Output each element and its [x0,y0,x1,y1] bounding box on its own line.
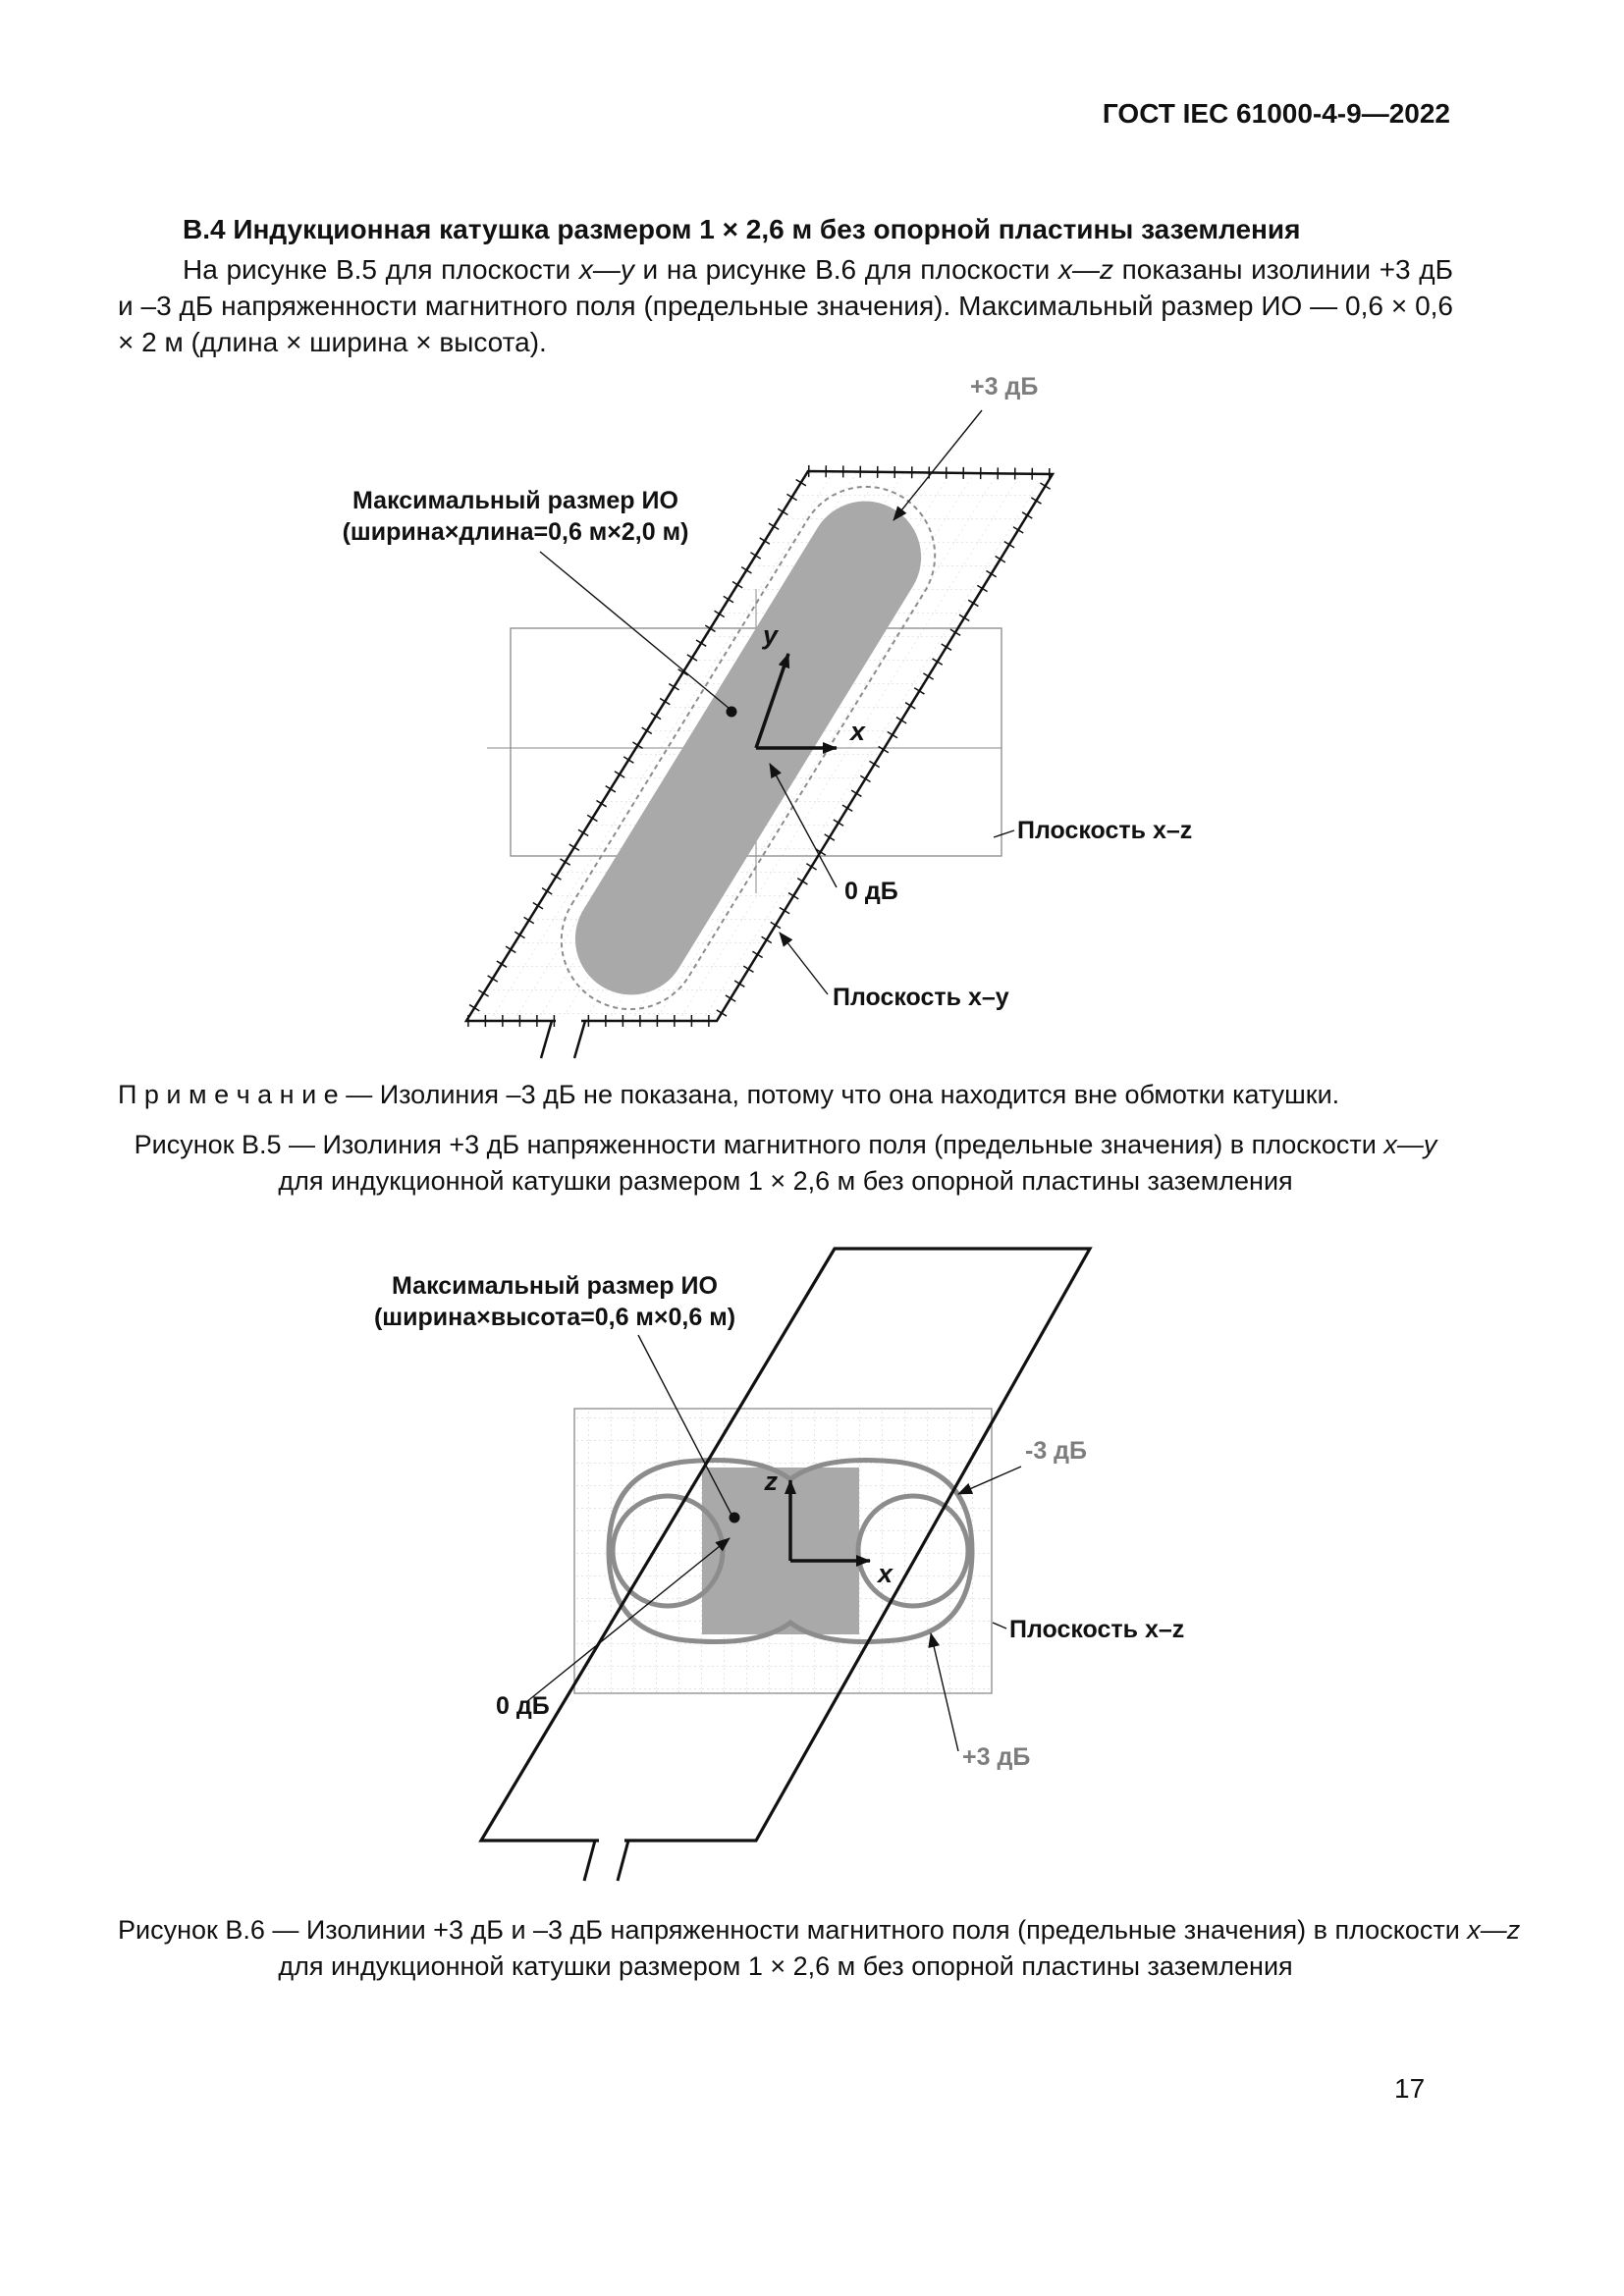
coil-break-gap [599,1834,624,1847]
coil-lead-wire [572,1020,587,1059]
max-eut-label-line2: (ширина×длина=0,6 м×2,0 м) [343,518,689,546]
max-eut-pointer-line [637,1334,732,1516]
plus3db-isoline-dashed [560,485,937,1011]
zero-db-label: 0 дБ [844,878,898,905]
zero-db-pointer-arrow [525,1537,731,1703]
page-number: 17 [1394,2073,1426,2104]
plus3db-label: +3 дБ [970,373,1038,400]
zero-db-label: 0 дБ [496,1692,550,1720]
minus3db-label: -3 дБ [1025,1437,1087,1465]
max-eut-label-line2: (ширина×высота=0,6 м×0,6 м) [374,1304,735,1331]
plane-xy-pointer-arrow [779,932,829,995]
figure-b5-caption: Рисунок В.5 — Изолиния +3 дБ напряженнос… [118,1127,1453,1200]
axis-x-label: x [876,1559,893,1588]
plane-xz-ref: x—z [1057,254,1113,285]
intro-seg-1: На рисунке В.5 для плоскости [183,254,579,285]
max-eut-label-line1: Максимальный размер ИО [352,487,678,514]
plane-xy-label: Плоскость x–y [833,984,1009,1011]
axis-y-label: y [761,620,780,650]
figure-b6-caption: Рисунок В.6 — Изолинии +3 дБ и –3 дБ нап… [118,1912,1521,1985]
intro-paragraph: На рисунке В.5 для плоскости x—y и на ри… [118,251,1453,360]
section-heading: В.4 Индукционная катушка размером 1 × 2,… [183,214,1301,244]
coil-lead-wire [582,1840,597,1882]
plane-xz-pointer-line [993,829,1015,838]
max-eut-pointer-line [539,551,731,710]
intro-seg-3: показаны изолинии +3 дБ и –3 дБ напряжен… [118,254,1454,357]
note-b5: П р и м е ч а н и е — Изолиния –3 дБ не … [118,1080,1340,1109]
figure-b6-caption-line1: Рисунок В.6 — Изолинии +3 дБ и –3 дБ нап… [118,1915,1521,1945]
coil-break-gap [556,1014,581,1028]
axis-z-label: z [764,1467,779,1496]
plane-xy-ref: x—y [578,254,634,285]
axis-x-label: x [848,717,866,746]
max-eut-square [702,1468,859,1634]
figure-b5-diagram: x y +3 дБ Максимальный размер ИО (ширина… [343,373,1192,1059]
coil-lead-wire [616,1840,630,1882]
axis-y-arrow [754,653,790,749]
plus3db-pointer-arrow [893,409,983,521]
figure-b6-caption-line2: для индукционной катушки размером 1 × 2,… [278,1951,1293,1981]
minus3db-pointer-arrow [957,1466,1022,1495]
zero-db-pointer-arrow [769,763,838,888]
plane-xz-label: Плоскость x–z [1009,1616,1184,1643]
figure-b5-caption-line1: Рисунок В.5 — Изолиния +3 дБ напряженнос… [134,1130,1437,1159]
max-eut-label-line1: Максимальный размер ИО [392,1272,718,1300]
plus3db-isoline-right [855,1493,971,1609]
plus3db-label: +3 дБ [962,1743,1030,1771]
intro-seg-2: и на рисунке В.6 для плоскости [633,254,1058,285]
figure-b5-caption-line2: для индукционной катушки размером 1 × 2,… [278,1166,1293,1196]
plane-xz-label: Плоскость x–z [1017,817,1192,844]
figure-b6-diagram: z x Максимальный размер ИО (ширина×высот… [374,1247,1184,1882]
plus3db-region-fill [574,501,922,995]
coil-plane-outline [463,469,1056,1023]
eut-reference-dot [729,1512,740,1523]
coil-lead-wire [539,1020,554,1059]
minus3db-isoline [606,1458,975,1644]
plus3db-pointer-arrow [928,1632,959,1752]
plane-xz-pointer-line [992,1622,1007,1629]
doc-code-header: ГОСТ IEC 61000-4-9—2022 [1102,98,1450,129]
